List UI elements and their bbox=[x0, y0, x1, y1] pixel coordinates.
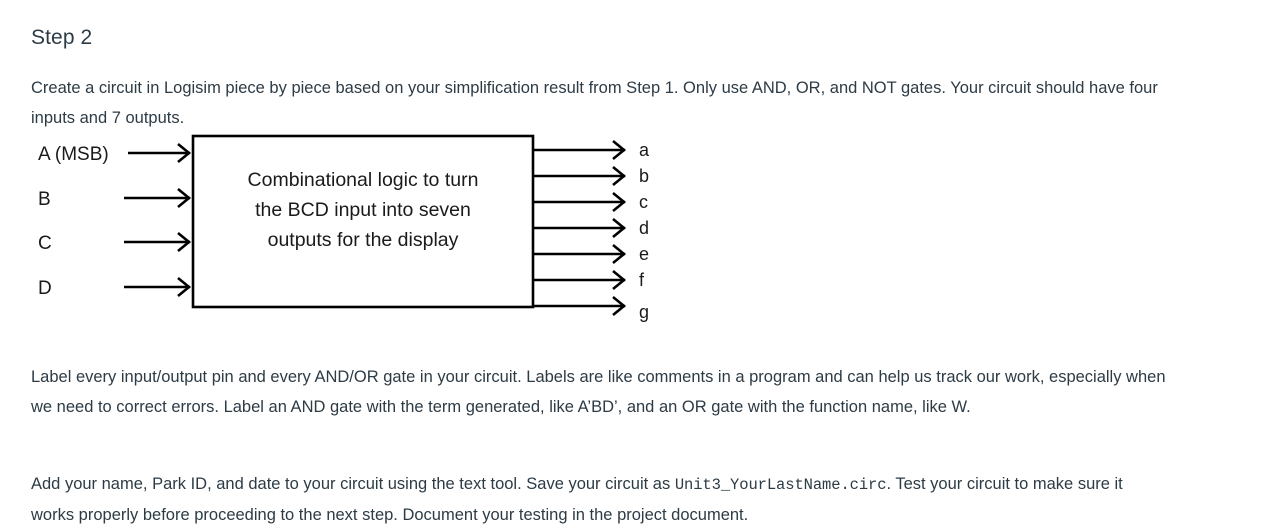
save-text-part-2: . Test your circuit to make sure it work… bbox=[31, 474, 1123, 524]
save-filename: Unit3_YourLastName.circ bbox=[674, 475, 887, 494]
paragraph-intro: Create a circuit in Logisim piece by pie… bbox=[31, 78, 1158, 127]
input-arrow-c bbox=[124, 231, 191, 253]
output-arrow-b bbox=[533, 165, 626, 187]
page-title: Step 2 bbox=[31, 26, 93, 50]
output-label-d: d bbox=[639, 218, 649, 238]
block-diagram: Combinational logic to turn the BCD inpu… bbox=[0, 128, 700, 333]
output-label-a: a bbox=[639, 140, 650, 160]
output-arrow-a bbox=[533, 139, 626, 161]
output-label-c: c bbox=[639, 192, 648, 212]
block-text-line-2: the BCD input into seven bbox=[255, 199, 471, 221]
output-arrow-f bbox=[533, 269, 626, 291]
output-arrow-g bbox=[533, 295, 626, 317]
block-text-line-1: Combinational logic to turn bbox=[248, 169, 479, 191]
output-label-e: e bbox=[639, 244, 649, 264]
output-label-f: f bbox=[639, 270, 645, 290]
output-arrow-c bbox=[533, 191, 626, 213]
input-label-d: D bbox=[38, 278, 52, 299]
input-arrow-d bbox=[124, 276, 191, 298]
paragraph-save: Add your name, Park ID, and date to your… bbox=[31, 469, 1166, 530]
save-text-part-1: Add your name, Park ID, and date to your… bbox=[31, 474, 675, 493]
block-diagram-svg: Combinational logic to turn the BCD inpu… bbox=[38, 134, 650, 322]
paragraph-label-rule: Label every input/output pin and every A… bbox=[31, 367, 1166, 416]
output-label-b: b bbox=[639, 166, 649, 186]
input-arrow-a bbox=[128, 142, 191, 164]
input-arrow-b bbox=[124, 187, 191, 209]
block-text-line-3: outputs for the display bbox=[268, 229, 459, 251]
input-label-b: B bbox=[38, 189, 51, 210]
input-label-a: A (MSB) bbox=[38, 144, 109, 165]
output-label-g: g bbox=[639, 302, 649, 322]
output-arrow-e bbox=[533, 243, 626, 265]
input-label-c: C bbox=[38, 233, 52, 254]
output-arrow-d bbox=[533, 217, 626, 239]
logic-block-rect bbox=[191, 134, 535, 309]
